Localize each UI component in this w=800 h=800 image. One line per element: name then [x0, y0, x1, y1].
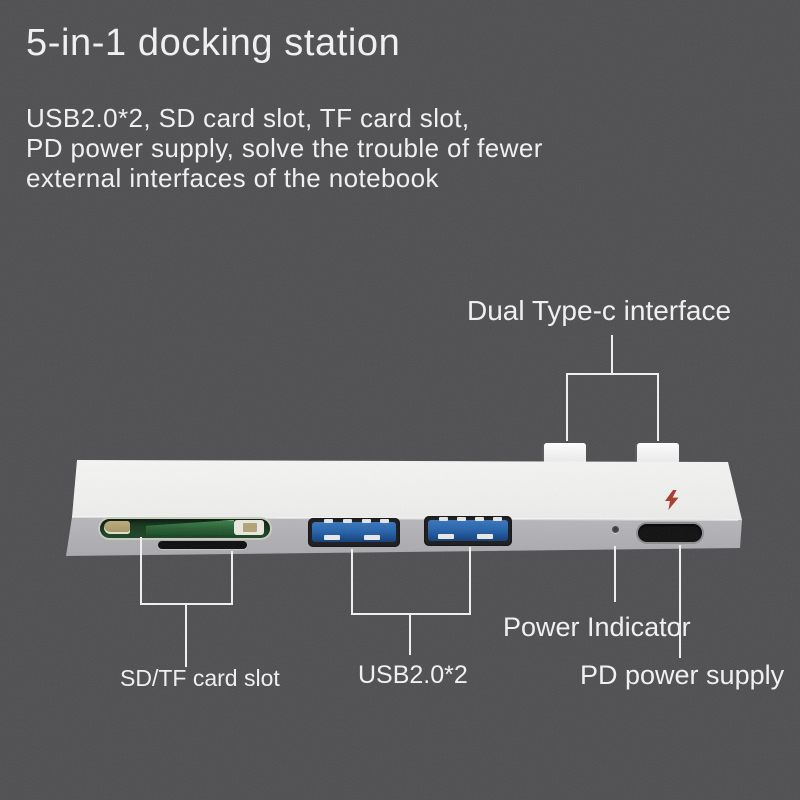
description-line: external interfaces of the notebook — [26, 163, 439, 193]
sd-card-slot-icon — [100, 519, 270, 538]
usb-notch — [380, 519, 389, 523]
callout-line-tf — [231, 551, 233, 605]
callout-line-usb-horizontal — [351, 613, 471, 615]
docking-station-device — [64, 442, 746, 562]
type-c-plug-icon — [544, 443, 586, 463]
callout-line-usb-stem — [409, 613, 411, 655]
usb-contact — [438, 534, 454, 539]
sd-card — [146, 520, 234, 535]
type-c-plug-icon — [637, 443, 679, 463]
usb-contact — [477, 534, 493, 539]
usb-notch — [324, 519, 333, 523]
callout-line-dual-horizontal — [566, 373, 659, 375]
usb-notch — [493, 517, 502, 521]
usb-notch — [475, 517, 484, 521]
page-title: 5-in-1 docking station — [26, 22, 401, 64]
callout-line-sd — [140, 537, 142, 605]
callout-label-power-indicator: Power Indicator — [503, 612, 691, 642]
pd-type-c-port-icon — [638, 524, 702, 542]
description-line: USB2.0*2, SD card slot, TF card slot, — [26, 103, 470, 133]
callout-line-usb1 — [351, 549, 353, 615]
usb-notch — [343, 519, 352, 523]
usb-notch — [439, 517, 448, 521]
callout-line-sdtf-stem — [185, 603, 187, 667]
sd-slot-latch — [234, 520, 264, 535]
usb-contact — [324, 535, 340, 540]
usb-notch — [457, 517, 466, 521]
callout-line-dual-stem — [611, 335, 613, 375]
tf-card-slot-icon — [158, 541, 247, 549]
callout-label-pd-power-supply: PD power supply — [580, 660, 785, 690]
sd-slot-latch-notch — [243, 523, 257, 532]
usb-a-port-icon — [424, 516, 512, 546]
callout-line-dual-right — [657, 373, 659, 441]
callout-label-usb: USB2.0*2 — [358, 661, 468, 689]
callout-line-pd — [679, 545, 681, 658]
callout-label-sd-tf-card-slot: SD/TF card slot — [120, 665, 280, 691]
usb-notch — [362, 519, 371, 523]
sd-slot-clip — [104, 521, 130, 534]
callout-line-dual-left — [566, 373, 568, 441]
callout-label-dual-type-c: Dual Type-c interface — [467, 295, 732, 326]
product-description: USB2.0*2, SD card slot, TF card slot, PD… — [26, 103, 543, 193]
power-led-icon — [612, 526, 619, 533]
description-line: PD power supply, solve the trouble of fe… — [26, 133, 543, 163]
usb-contact — [364, 535, 380, 540]
callout-line-usb2 — [469, 547, 471, 615]
callout-line-power-indicator — [614, 546, 616, 602]
usb-a-port-icon — [308, 518, 400, 547]
lightning-bolt-icon — [665, 490, 679, 510]
